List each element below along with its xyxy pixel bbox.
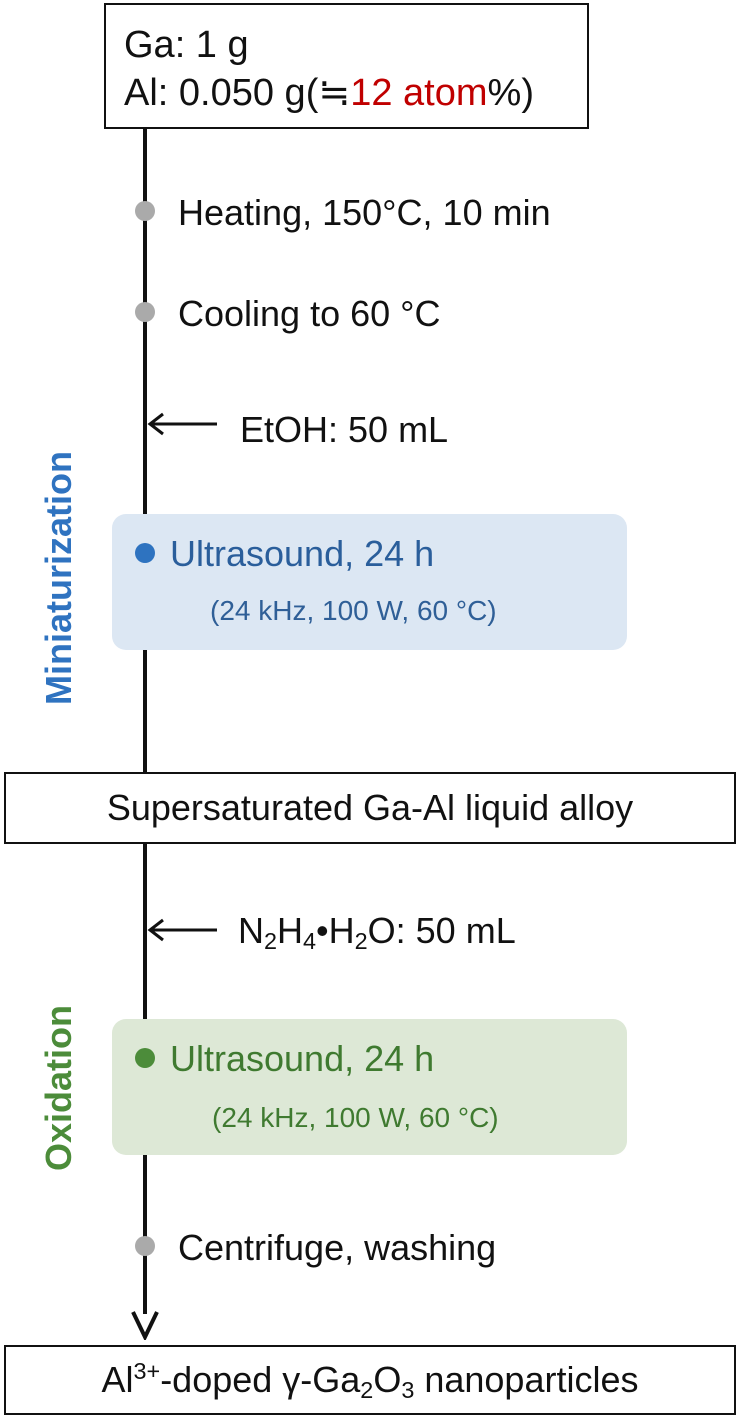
flow-line-upper [143, 129, 147, 772]
step-dot-ultrasound-1 [135, 543, 155, 563]
oxidation-panel [112, 1019, 627, 1155]
al-amount-prefix: Al: 0.050 g(≒ [124, 72, 351, 114]
intermediate-product-box: Supersaturated Ga-Al liquid alloy [4, 772, 736, 844]
step-dot-cooling [135, 302, 155, 322]
step-ultrasound-1-params: (24 kHz, 100 W, 60 °C) [210, 595, 497, 626]
step-centrifuge: Centrifuge, washing [178, 1227, 497, 1268]
stage-label-oxidation: Oxidation [38, 1005, 79, 1172]
miniaturization-panel [112, 514, 627, 650]
addition-arrow-left-icon [147, 412, 217, 436]
step-dot-centrifuge [135, 1236, 155, 1256]
atom-percent-highlight: 12 atom [350, 72, 488, 114]
step-dot-heating [135, 201, 155, 221]
flow-arrowhead-down-icon [131, 1311, 159, 1340]
final-product-label: Al3+-doped γ-Ga2O3 nanoparticles [101, 1358, 639, 1403]
step-hydrazine-addition: N2H4•H2O: 50 mL [238, 910, 516, 954]
start-materials-box: Ga: 1 g Al: 0.050 g(≒12 atom%) [104, 3, 589, 129]
step-cooling: Cooling to 60 °C [178, 293, 441, 334]
intermediate-product-label: Supersaturated Ga-Al liquid alloy [106, 787, 634, 828]
step-etoh-addition: EtOH: 50 mL [240, 409, 449, 450]
step-ultrasound-2: Ultrasound, 24 h [170, 1038, 435, 1079]
step-heating: Heating, 150°C, 10 min [178, 192, 551, 233]
step-dot-ultrasound-2 [135, 1048, 155, 1068]
step-ultrasound-2-params: (24 kHz, 100 W, 60 °C) [212, 1102, 499, 1133]
al-amount: Al: 0.050 g(≒12 atom%) [124, 69, 587, 117]
stage-label-miniaturization: Miniaturization [38, 451, 79, 705]
addition-arrow-left-icon-2 [147, 918, 217, 942]
final-product-box: Al3+-doped γ-Ga2O3 nanoparticles [4, 1345, 736, 1415]
step-ultrasound-1: Ultrasound, 24 h [170, 533, 435, 574]
ga-amount: Ga: 1 g [124, 24, 249, 66]
al-amount-suffix: %) [487, 72, 534, 114]
